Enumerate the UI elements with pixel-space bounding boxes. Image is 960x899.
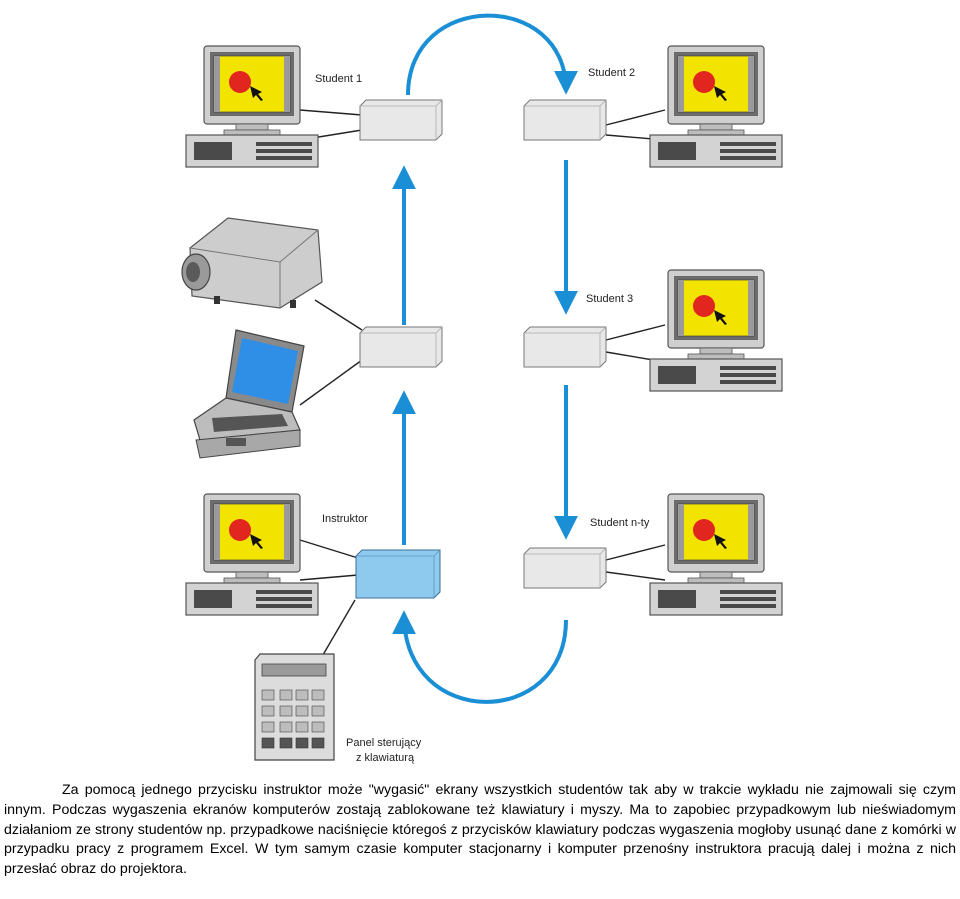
switch-box-student-n	[523, 547, 607, 589]
student-2-computer-icon	[649, 45, 783, 168]
label-panel-line1: Panel sterujący	[346, 737, 422, 749]
switch-box-instructor	[355, 549, 441, 599]
student-n-computer-icon	[649, 493, 783, 616]
student-1-computer-icon	[185, 45, 319, 168]
control-keypad-icon	[254, 653, 335, 761]
label-student-1: Student 1	[315, 73, 362, 85]
label-student-2: Student 2	[588, 67, 635, 79]
student-3-computer-icon	[649, 269, 783, 392]
projector-icon	[181, 217, 323, 309]
laptop-icon	[193, 329, 305, 459]
label-student-3: Student 3	[586, 293, 633, 305]
label-instructor: Instruktor	[322, 513, 368, 525]
label-panel-line2: z klawiaturą	[356, 752, 415, 764]
switch-box-projector	[359, 326, 443, 368]
description-paragraph: Za pomocą jednego przycisku instruktor m…	[4, 782, 956, 878]
signal-flow-arrows	[392, 13, 578, 704]
switch-box-student-1	[359, 99, 443, 141]
classroom-control-diagram: Student 1 Student 2 Student 3 Instruktor…	[181, 13, 783, 764]
label-student-n: Student n-ty	[590, 517, 650, 529]
cables	[299, 109, 666, 661]
switch-box-student-3	[523, 326, 607, 368]
switch-box-student-2	[523, 99, 607, 141]
instructor-computer-icon	[185, 493, 319, 616]
